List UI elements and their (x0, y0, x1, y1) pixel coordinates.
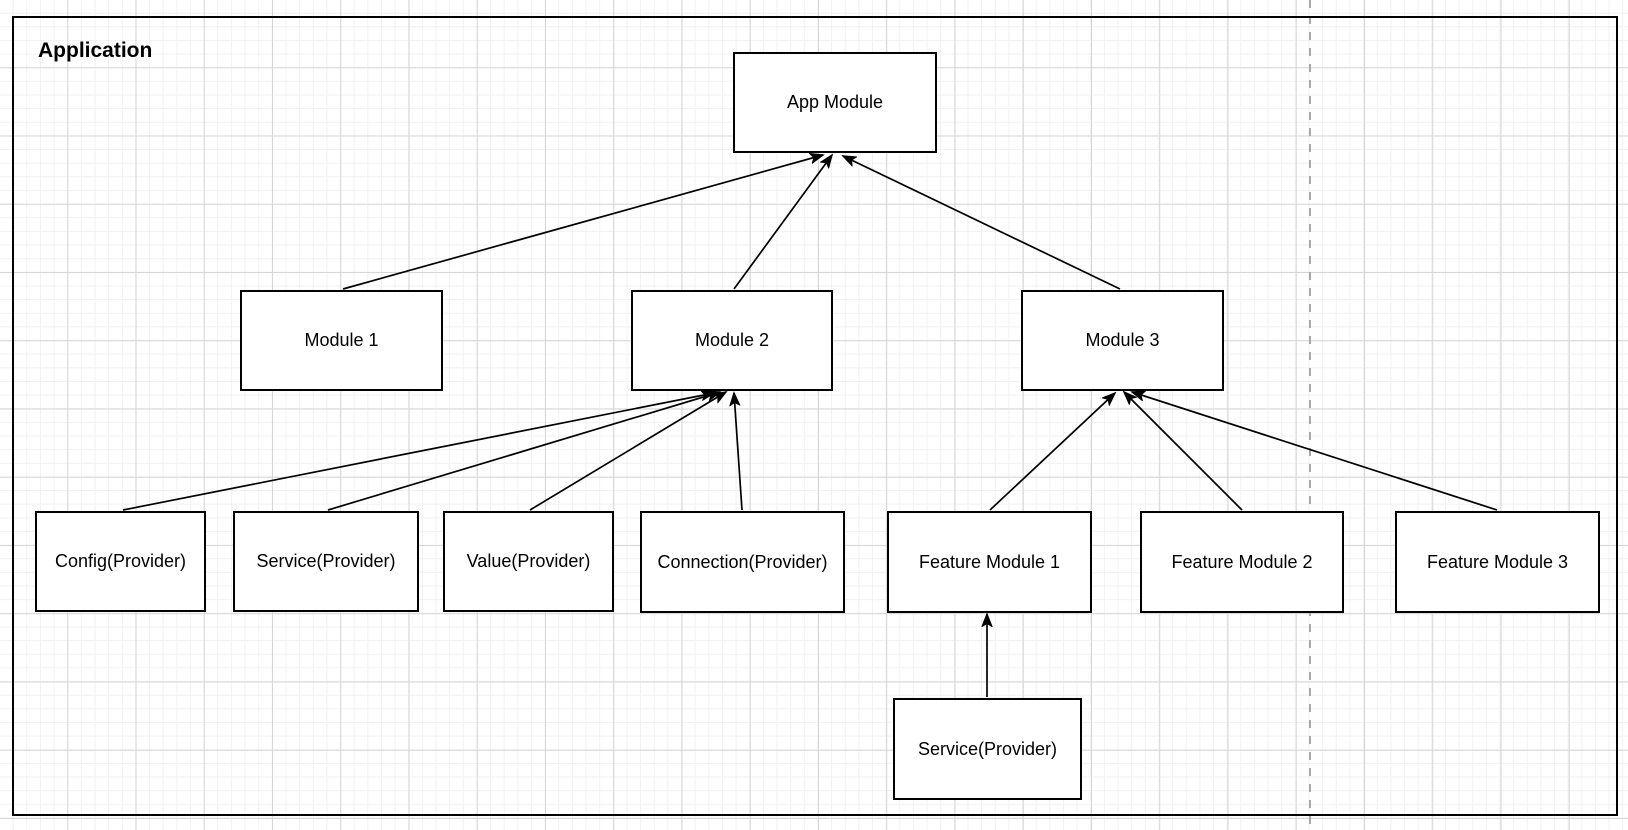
node-feature-module-1[interactable]: Feature Module 1 (887, 511, 1092, 613)
node-label-module-2: Module 2 (694, 330, 770, 350)
edge-connection-provider-to-module-2[interactable] (734, 393, 743, 511)
application-container-label: Application (38, 39, 153, 62)
edge-config-provider-to-module-2[interactable] (122, 393, 714, 511)
edge-feature-module-3-to-module-3[interactable] (1132, 392, 1498, 511)
node-label-feature-module-1: Feature Module 1 (918, 551, 1061, 572)
node-module-2[interactable]: Module 2 (631, 290, 833, 391)
node-module-3[interactable]: Module 3 (1021, 290, 1224, 391)
node-label-app-module: App Module (786, 92, 884, 112)
edge-service-provider-to-module-2[interactable] (327, 392, 720, 511)
node-connection-provider[interactable]: Connection(Provider) (640, 511, 845, 613)
node-value-provider[interactable]: Value(Provider) (443, 511, 614, 612)
node-service-provider[interactable]: Service(Provider) (233, 511, 419, 612)
node-app-module[interactable]: App Module (733, 52, 937, 153)
edge-module-3-to-app-module[interactable] (843, 156, 1121, 290)
node-label-feature-module-3: Feature Module 3 (1426, 551, 1569, 572)
node-feature-module-2[interactable]: Feature Module 2 (1140, 511, 1344, 613)
node-label-value-provider: Value(Provider) (466, 551, 591, 571)
application-container[interactable]: Application (12, 16, 1618, 816)
node-label-module-1: Module 1 (304, 330, 379, 350)
node-label-service-provider: Service(Provider) (256, 551, 396, 571)
node-module-1[interactable]: Module 1 (240, 290, 443, 391)
node-config-provider[interactable]: Config(Provider) (35, 511, 206, 612)
node-label-module-3: Module 3 (1085, 330, 1160, 350)
edge-feature-module-1-to-module-3[interactable] (989, 393, 1115, 511)
node-label-feature-module-2: Feature Module 2 (1171, 551, 1313, 572)
edge-value-provider-to-module-2[interactable] (529, 392, 726, 511)
node-label-config-provider: Config(Provider) (54, 551, 187, 571)
edge-feature-module-2-to-module-3[interactable] (1124, 392, 1243, 511)
node-label-service-provider-2: Service(Provider) (917, 738, 1058, 759)
node-feature-module-3[interactable]: Feature Module 3 (1395, 511, 1600, 613)
edge-module-1-to-app-module[interactable] (342, 155, 823, 290)
node-service-provider-2[interactable]: Service(Provider) (893, 698, 1082, 800)
edge-module-2-to-app-module[interactable] (733, 155, 832, 290)
node-label-connection-provider: Connection(Provider) (657, 551, 828, 572)
